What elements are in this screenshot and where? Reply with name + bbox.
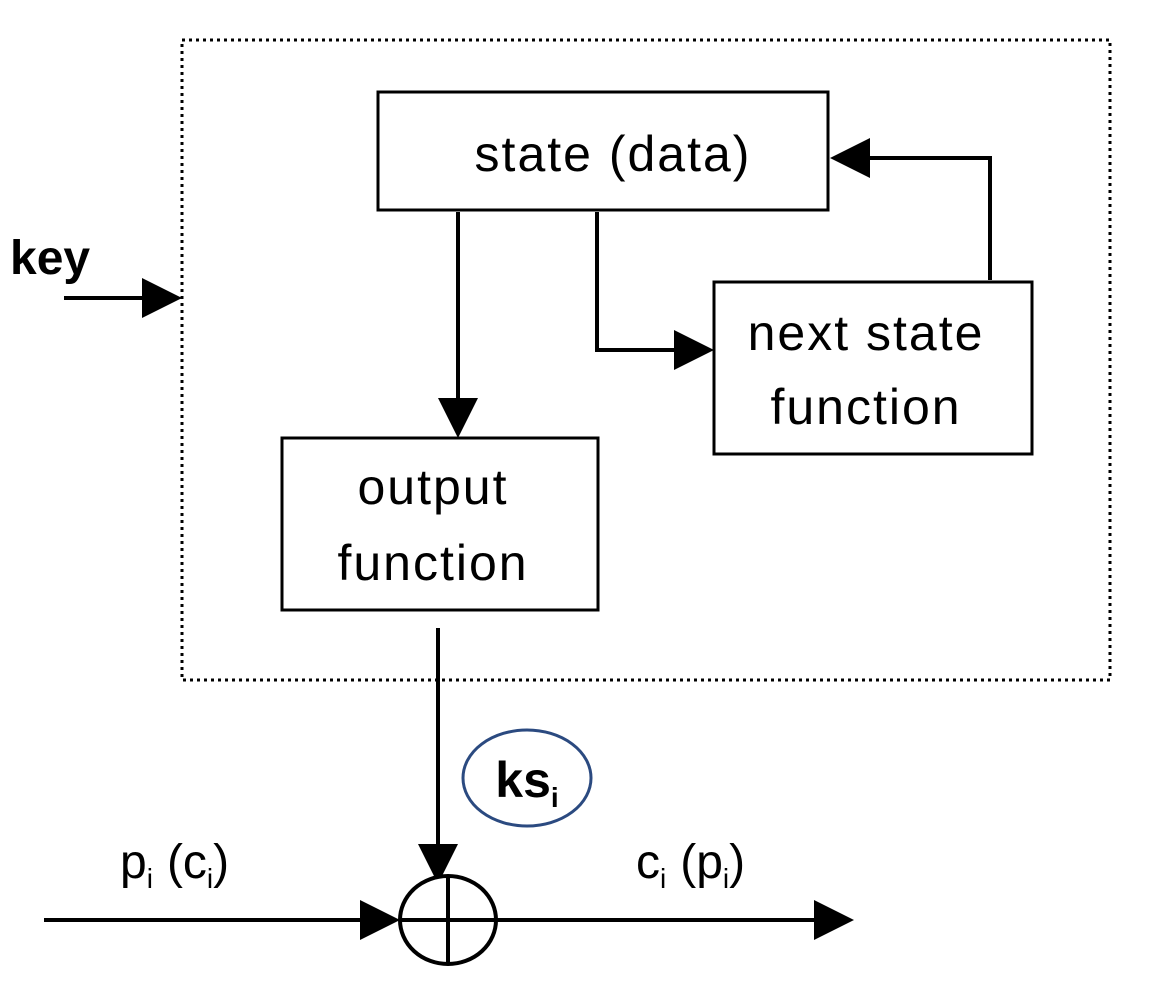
output-function-box: output function: [280, 436, 600, 612]
key-label: key: [10, 232, 90, 285]
input-signal-label: pi(ci): [120, 836, 229, 894]
state-box-label: state (data): [475, 126, 752, 182]
output-label-line2: function: [337, 535, 528, 591]
generator-boundary: [180, 38, 1112, 682]
state-to-next-state-arrow: [595, 212, 714, 370]
next-state-label-line2: function: [770, 379, 961, 435]
keystream-label: ksi: [461, 728, 593, 828]
output-label-line1: output: [357, 459, 508, 515]
next-state-feedback-arrow: [830, 138, 992, 280]
state-box: state (data): [376, 90, 830, 212]
output-signal-label: ci(pi): [636, 836, 745, 894]
keystream-base: ks: [495, 752, 551, 808]
next-state-function-box: next state function: [712, 280, 1034, 456]
svg-text:ksi: ksi: [495, 752, 558, 813]
xor-operator: [398, 874, 498, 966]
keystream-ellipse: [461, 728, 593, 828]
keystream-sub: i: [551, 782, 559, 813]
next-state-label-line1: next state: [748, 305, 985, 361]
